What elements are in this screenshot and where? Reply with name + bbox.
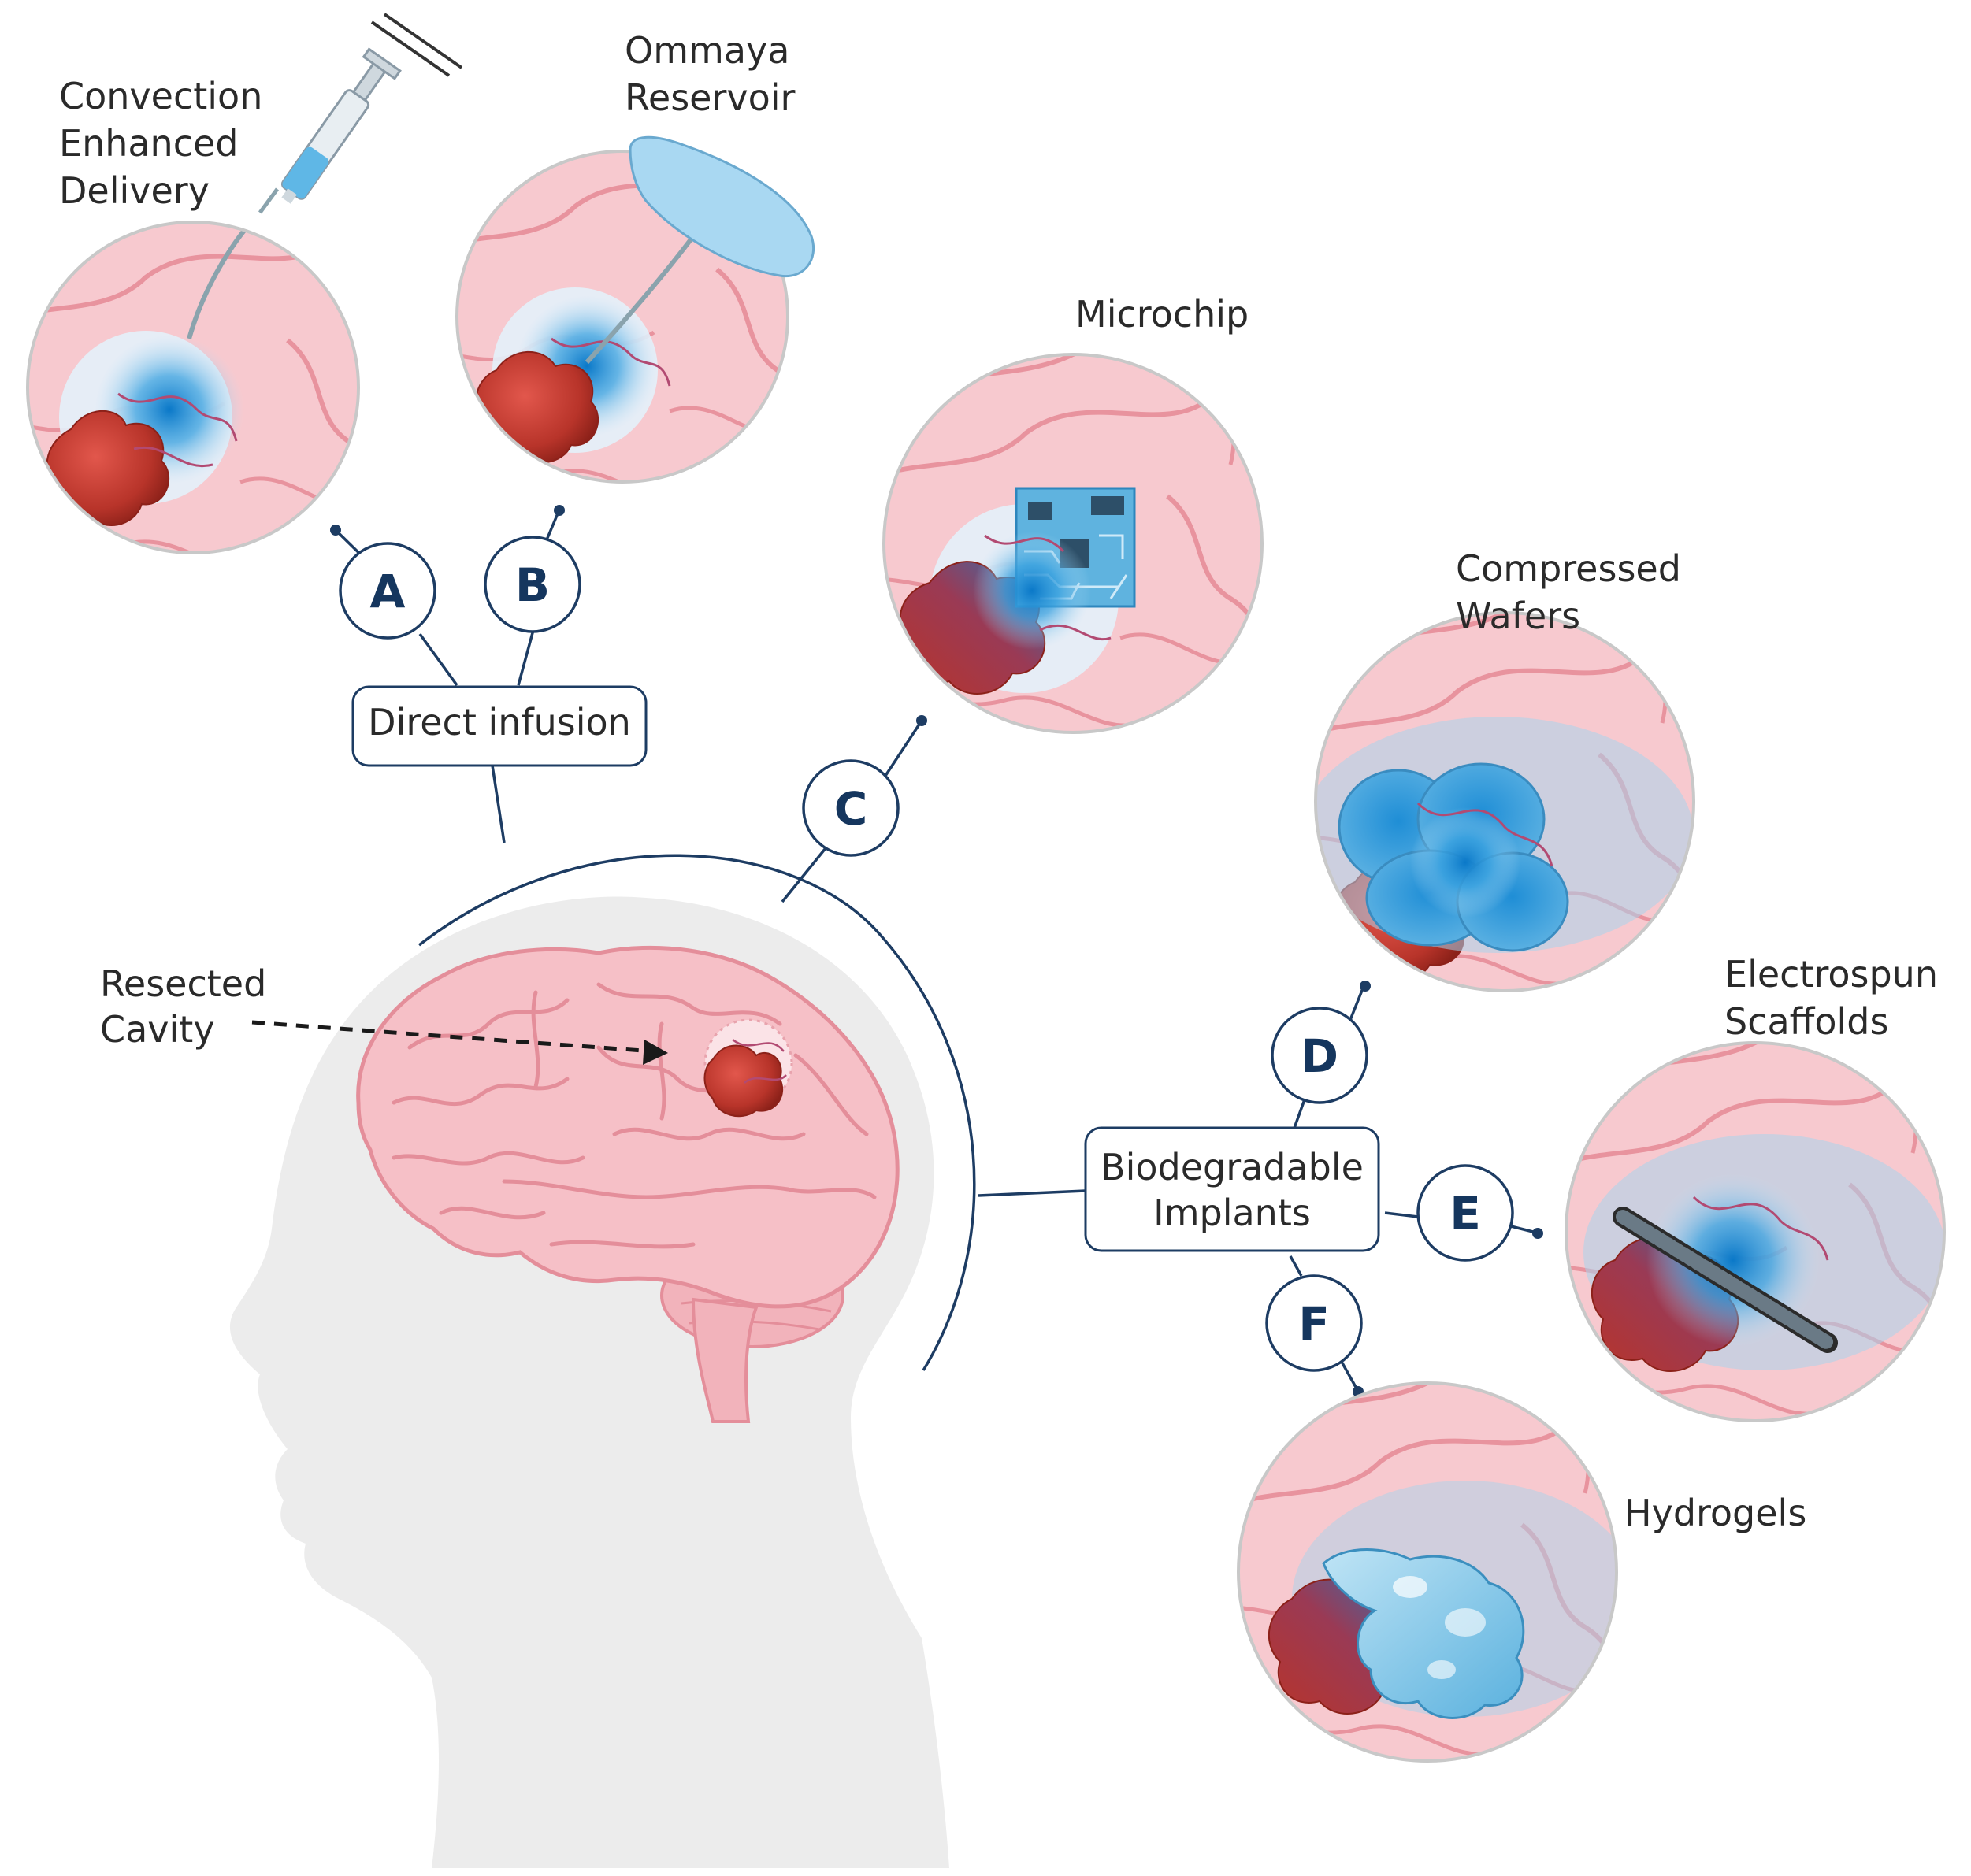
skull-arc: [418, 854, 976, 1371]
syringe-icon: [258, 13, 463, 214]
node-d: D: [1271, 981, 1371, 1104]
svg-text:Resected: Resected: [100, 962, 266, 1005]
node-e: E: [1416, 1164, 1543, 1262]
hydrogels-label: Hydrogels: [1624, 1492, 1806, 1534]
svg-text:Wafers: Wafers: [1456, 595, 1580, 637]
ommaya-label: Ommaya Reservoir: [625, 29, 796, 119]
svg-text:D: D: [1301, 1029, 1338, 1083]
wafers-zoom-circle: [1314, 611, 1695, 992]
svg-text:Compressed: Compressed: [1456, 547, 1681, 590]
node-b: B: [484, 505, 581, 633]
microchip-zoom-circle: [882, 353, 1264, 734]
hydrogel-icon: [1322, 1548, 1525, 1719]
svg-text:Implants: Implants: [1153, 1192, 1311, 1234]
svg-text:Scaffolds: Scaffolds: [1724, 1000, 1888, 1043]
svg-text:Direct infusion: Direct infusion: [368, 701, 631, 743]
reservoir-icon: [629, 135, 815, 278]
ommaya-zoom-circle: [455, 150, 789, 484]
svg-text:Convection: Convection: [59, 75, 262, 117]
arrow-icon: [251, 1020, 668, 1065]
biodegradable-implants-box: Biodegradable Implants: [1084, 1126, 1380, 1252]
electrospun-zoom-circle: [1565, 1041, 1946, 1422]
node-a: A: [330, 525, 436, 640]
scaffold-icon: [1613, 1207, 1838, 1353]
svg-text:Delivery: Delivery: [59, 169, 210, 212]
svg-text:C: C: [834, 782, 868, 836]
direct-infusion-box: Direct infusion: [351, 685, 648, 767]
wafers-label: Compressed Wafers: [1456, 547, 1681, 637]
resected-cavity-label: Resected Cavity: [100, 962, 266, 1051]
electrospun-label: Electrospun Scaffolds: [1724, 953, 1938, 1043]
svg-text:B: B: [515, 558, 550, 612]
ced-label: Convection Enhanced Delivery: [59, 75, 262, 212]
microchip-label: Microchip: [1075, 293, 1249, 336]
svg-text:E: E: [1449, 1187, 1481, 1240]
svg-text:A: A: [370, 565, 406, 618]
svg-text:Biodegradable: Biodegradable: [1101, 1146, 1364, 1188]
brain-icon: [356, 945, 900, 1423]
node-c: C: [802, 715, 927, 857]
node-f: F: [1265, 1274, 1364, 1397]
hydrogels-zoom-circle: [1237, 1381, 1618, 1763]
svg-text:Ommaya: Ommaya: [625, 29, 789, 72]
svg-text:Electrospun: Electrospun: [1724, 953, 1938, 995]
svg-text:Microchip: Microchip: [1075, 293, 1249, 336]
svg-text:Reservoir: Reservoir: [625, 76, 796, 119]
svg-text:Hydrogels: Hydrogels: [1624, 1492, 1806, 1534]
svg-text:F: F: [1298, 1297, 1330, 1351]
connector-lines: [418, 629, 1419, 1277]
svg-text:Enhanced: Enhanced: [59, 122, 239, 165]
svg-text:Cavity: Cavity: [100, 1008, 215, 1051]
